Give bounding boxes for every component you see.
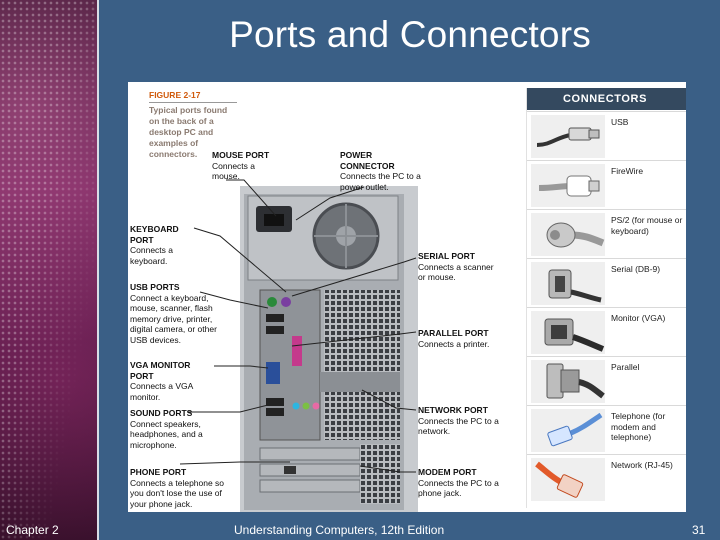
label-network-port: NETWORK PORT Connects the PC to a networ… [418,405,499,436]
footer-book-title: Understanding Computers, 12th Edition [234,523,445,537]
footer-chapter: Chapter 2 [6,523,59,537]
label-parallel-port: PARALLEL PORT Connects a printer. [418,328,490,349]
vga-connector-icon [531,311,605,354]
connector-row-parallel: Parallel [527,356,686,405]
label-keyboard-port: KEYBOARD PORT Connects a keyboard. [130,224,179,266]
figure-number: FIGURE 2-17 [149,90,237,103]
parallel-connector-icon [531,360,605,403]
label-sound-ports: SOUND PORTS Connect speakers, headphones… [130,408,203,450]
connector-row-telephone: Telephone (for modem and telephone) [527,405,686,454]
connector-label: Serial (DB-9) [611,264,661,274]
label-serial-port: SERIAL PORT Connects a scanner or mouse. [418,251,494,282]
network-connector-icon [531,458,605,501]
label-mouse-port: MOUSE PORT Connects a mouse. [212,150,270,181]
label-phone-port: PHONE PORT Connects a telephone so you d… [130,467,225,509]
usb-connector-icon [531,115,605,158]
connector-row-firewire: FireWire [527,160,686,209]
connector-label: Network (RJ-45) [611,460,673,470]
label-vga-monitor-port: VGA MONITOR PORT Connects a VGA monitor. [130,360,193,402]
connector-label: FireWire [611,166,644,176]
figure-heading: FIGURE 2-17 Typical ports found on the b… [149,90,237,160]
decorative-side-band [0,0,98,540]
label-modem-port: MODEM PORT Connects the PC to a phone ja… [418,467,499,498]
band-divider [97,0,99,540]
connector-row-serial: Serial (DB-9) [527,258,686,307]
slide-title: Ports and Connectors [229,14,591,55]
label-usb-ports: USB PORTS Connect a keyboard, mouse, sca… [130,282,217,345]
connectors-panel: CONNECTORS USB FireWire PS/2 (for mouse … [526,88,686,508]
connector-row-network: Network (RJ-45) [527,454,686,503]
telephone-connector-icon [531,409,605,452]
connector-label: USB [611,117,629,127]
connector-label: PS/2 (for mouse or keyboard) [611,215,683,236]
connector-label: Monitor (VGA) [611,313,666,323]
label-power-connector: POWER CONNECTOR Connects the PC to a pow… [340,150,421,192]
connector-row-ps2: PS/2 (for mouse or keyboard) [527,209,686,258]
connector-row-monitor: Monitor (VGA) [527,307,686,356]
firewire-connector-icon [531,164,605,207]
connectors-heading: CONNECTORS [527,88,686,110]
pc-back-illustration [240,186,418,512]
ps2-connector-icon [531,213,605,256]
figure-caption: Typical ports found on the back of a des… [149,105,228,159]
connector-label: Parallel [611,362,640,372]
serial-connector-icon [531,262,605,305]
slide-number: 31 [692,523,706,537]
connector-row-usb: USB [527,111,686,160]
connector-label: Telephone (for modem and telephone) [611,411,666,442]
